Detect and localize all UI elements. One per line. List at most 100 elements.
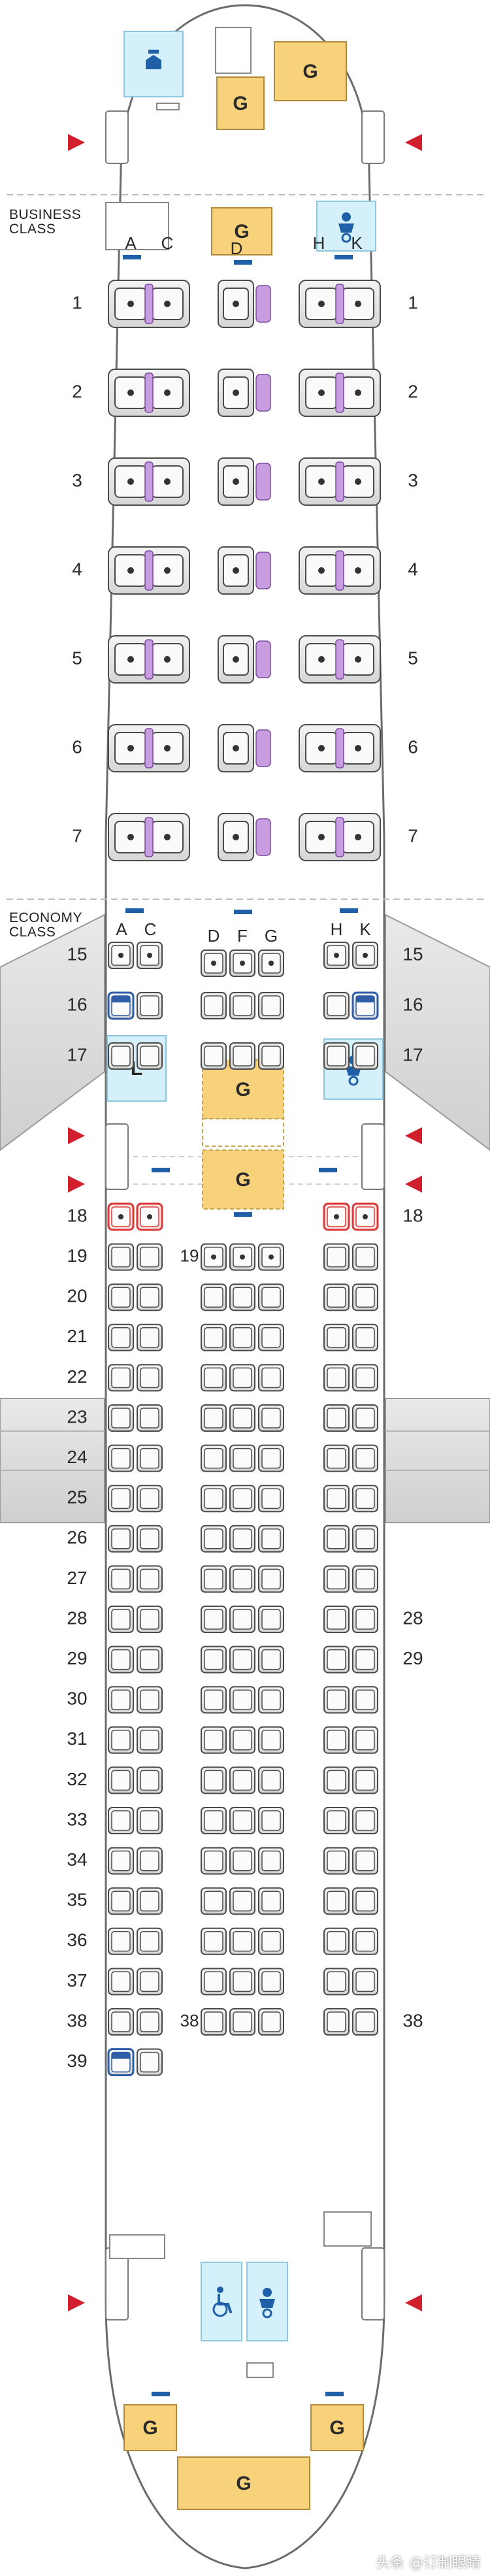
eco-seat-36D[interactable] — [201, 1927, 227, 1955]
biz-row-1-left[interactable] — [108, 280, 190, 328]
eco-seat-15F[interactable] — [229, 949, 255, 977]
eco-seat-30G[interactable] — [258, 1686, 284, 1714]
eco-seat-17D[interactable] — [201, 1042, 227, 1070]
biz-row-6-center[interactable] — [218, 724, 271, 772]
eco-seat-37D[interactable] — [201, 1968, 227, 1996]
eco-seat-26K[interactable] — [352, 1525, 378, 1553]
eco-seat-18H[interactable] — [323, 1202, 350, 1231]
biz-row-7-center[interactable] — [218, 813, 271, 861]
eco-seat-15A[interactable] — [108, 942, 134, 969]
eco-seat-38D[interactable] — [201, 2008, 227, 2036]
eco-seat-31D[interactable] — [201, 1726, 227, 1754]
eco-seat-22F[interactable] — [229, 1364, 255, 1392]
eco-seat-32A[interactable] — [108, 1766, 134, 1794]
eco-seat-18C[interactable] — [136, 1202, 163, 1231]
eco-seat-34G[interactable] — [258, 1847, 284, 1875]
eco-seat-39A[interactable] — [107, 2048, 135, 2077]
eco-seat-32C[interactable] — [137, 1766, 163, 1794]
eco-seat-23F[interactable] — [229, 1404, 255, 1432]
eco-seat-24C[interactable] — [137, 1444, 163, 1472]
eco-seat-30F[interactable] — [229, 1686, 255, 1714]
eco-seat-35C[interactable] — [137, 1887, 163, 1915]
eco-seat-32D[interactable] — [201, 1766, 227, 1794]
eco-seat-19F[interactable] — [229, 1243, 255, 1271]
eco-seat-28G[interactable] — [258, 1606, 284, 1633]
eco-seat-37C[interactable] — [137, 1968, 163, 1996]
eco-seat-29D[interactable] — [201, 1645, 227, 1674]
biz-row-4-center[interactable] — [218, 546, 271, 595]
eco-seat-26C[interactable] — [137, 1525, 163, 1553]
eco-seat-37A[interactable] — [108, 1968, 134, 1996]
biz-row-5-left[interactable] — [108, 635, 190, 684]
eco-seat-30C[interactable] — [137, 1686, 163, 1714]
eco-seat-17K[interactable] — [352, 1042, 378, 1070]
eco-seat-33F[interactable] — [229, 1807, 255, 1834]
eco-seat-15C[interactable] — [137, 942, 163, 969]
eco-seat-38A[interactable] — [108, 2008, 134, 2036]
eco-seat-15D[interactable] — [201, 949, 227, 977]
eco-seat-28D[interactable] — [201, 1606, 227, 1633]
eco-seat-29H[interactable] — [323, 1645, 350, 1674]
eco-seat-36F[interactable] — [229, 1927, 255, 1955]
eco-seat-23G[interactable] — [258, 1404, 284, 1432]
eco-seat-26D[interactable] — [201, 1525, 227, 1553]
eco-seat-28K[interactable] — [352, 1606, 378, 1633]
eco-seat-24F[interactable] — [229, 1444, 255, 1472]
eco-seat-29F[interactable] — [229, 1645, 255, 1674]
biz-row-4-right[interactable] — [299, 546, 381, 595]
eco-seat-34H[interactable] — [323, 1847, 350, 1875]
eco-seat-20A[interactable] — [108, 1283, 134, 1312]
eco-seat-20H[interactable] — [323, 1283, 350, 1312]
eco-seat-25F[interactable] — [229, 1485, 255, 1513]
biz-row-2-right[interactable] — [299, 369, 381, 417]
eco-seat-30K[interactable] — [352, 1686, 378, 1714]
biz-row-5-center[interactable] — [218, 635, 271, 684]
eco-seat-35F[interactable] — [229, 1887, 255, 1915]
biz-row-1-center[interactable] — [218, 280, 271, 328]
eco-seat-34A[interactable] — [108, 1847, 134, 1875]
eco-seat-21F[interactable] — [229, 1323, 255, 1351]
eco-seat-21G[interactable] — [258, 1323, 284, 1351]
eco-seat-16G[interactable] — [258, 992, 284, 1019]
eco-seat-33K[interactable] — [352, 1807, 378, 1834]
eco-seat-15K[interactable] — [352, 942, 378, 969]
eco-seat-32F[interactable] — [229, 1766, 255, 1794]
eco-seat-33A[interactable] — [108, 1807, 134, 1834]
eco-seat-17A[interactable] — [108, 1042, 134, 1070]
eco-seat-27F[interactable] — [229, 1565, 255, 1593]
eco-seat-19D[interactable] — [201, 1243, 227, 1271]
eco-seat-25H[interactable] — [323, 1485, 350, 1513]
biz-row-5-right[interactable] — [299, 635, 381, 684]
eco-seat-26A[interactable] — [108, 1525, 134, 1553]
eco-seat-19G[interactable] — [258, 1243, 284, 1271]
eco-seat-25K[interactable] — [352, 1485, 378, 1513]
eco-seat-29G[interactable] — [258, 1645, 284, 1674]
eco-seat-16K[interactable] — [351, 991, 379, 1020]
eco-seat-16H[interactable] — [323, 992, 350, 1019]
eco-seat-21C[interactable] — [137, 1323, 163, 1351]
eco-seat-26G[interactable] — [258, 1525, 284, 1553]
eco-seat-31F[interactable] — [229, 1726, 255, 1754]
biz-row-2-left[interactable] — [108, 369, 190, 417]
eco-seat-23D[interactable] — [201, 1404, 227, 1432]
eco-seat-20D[interactable] — [201, 1283, 227, 1312]
eco-seat-38K[interactable] — [352, 2008, 378, 2036]
eco-seat-21D[interactable] — [201, 1323, 227, 1351]
eco-seat-37H[interactable] — [323, 1968, 350, 1996]
eco-seat-24D[interactable] — [201, 1444, 227, 1472]
eco-seat-17F[interactable] — [229, 1042, 255, 1070]
eco-seat-31A[interactable] — [108, 1726, 134, 1754]
biz-row-3-center[interactable] — [218, 457, 271, 506]
biz-row-6-right[interactable] — [299, 724, 381, 772]
biz-row-2-center[interactable] — [218, 369, 271, 417]
eco-seat-31G[interactable] — [258, 1726, 284, 1754]
eco-seat-30A[interactable] — [108, 1686, 134, 1714]
eco-seat-22D[interactable] — [201, 1364, 227, 1392]
eco-seat-21H[interactable] — [323, 1323, 350, 1351]
eco-seat-22K[interactable] — [352, 1364, 378, 1392]
eco-seat-16F[interactable] — [229, 992, 255, 1019]
eco-seat-35D[interactable] — [201, 1887, 227, 1915]
eco-seat-38H[interactable] — [323, 2008, 350, 2036]
eco-seat-19A[interactable] — [108, 1243, 134, 1271]
eco-seat-20G[interactable] — [258, 1283, 284, 1312]
